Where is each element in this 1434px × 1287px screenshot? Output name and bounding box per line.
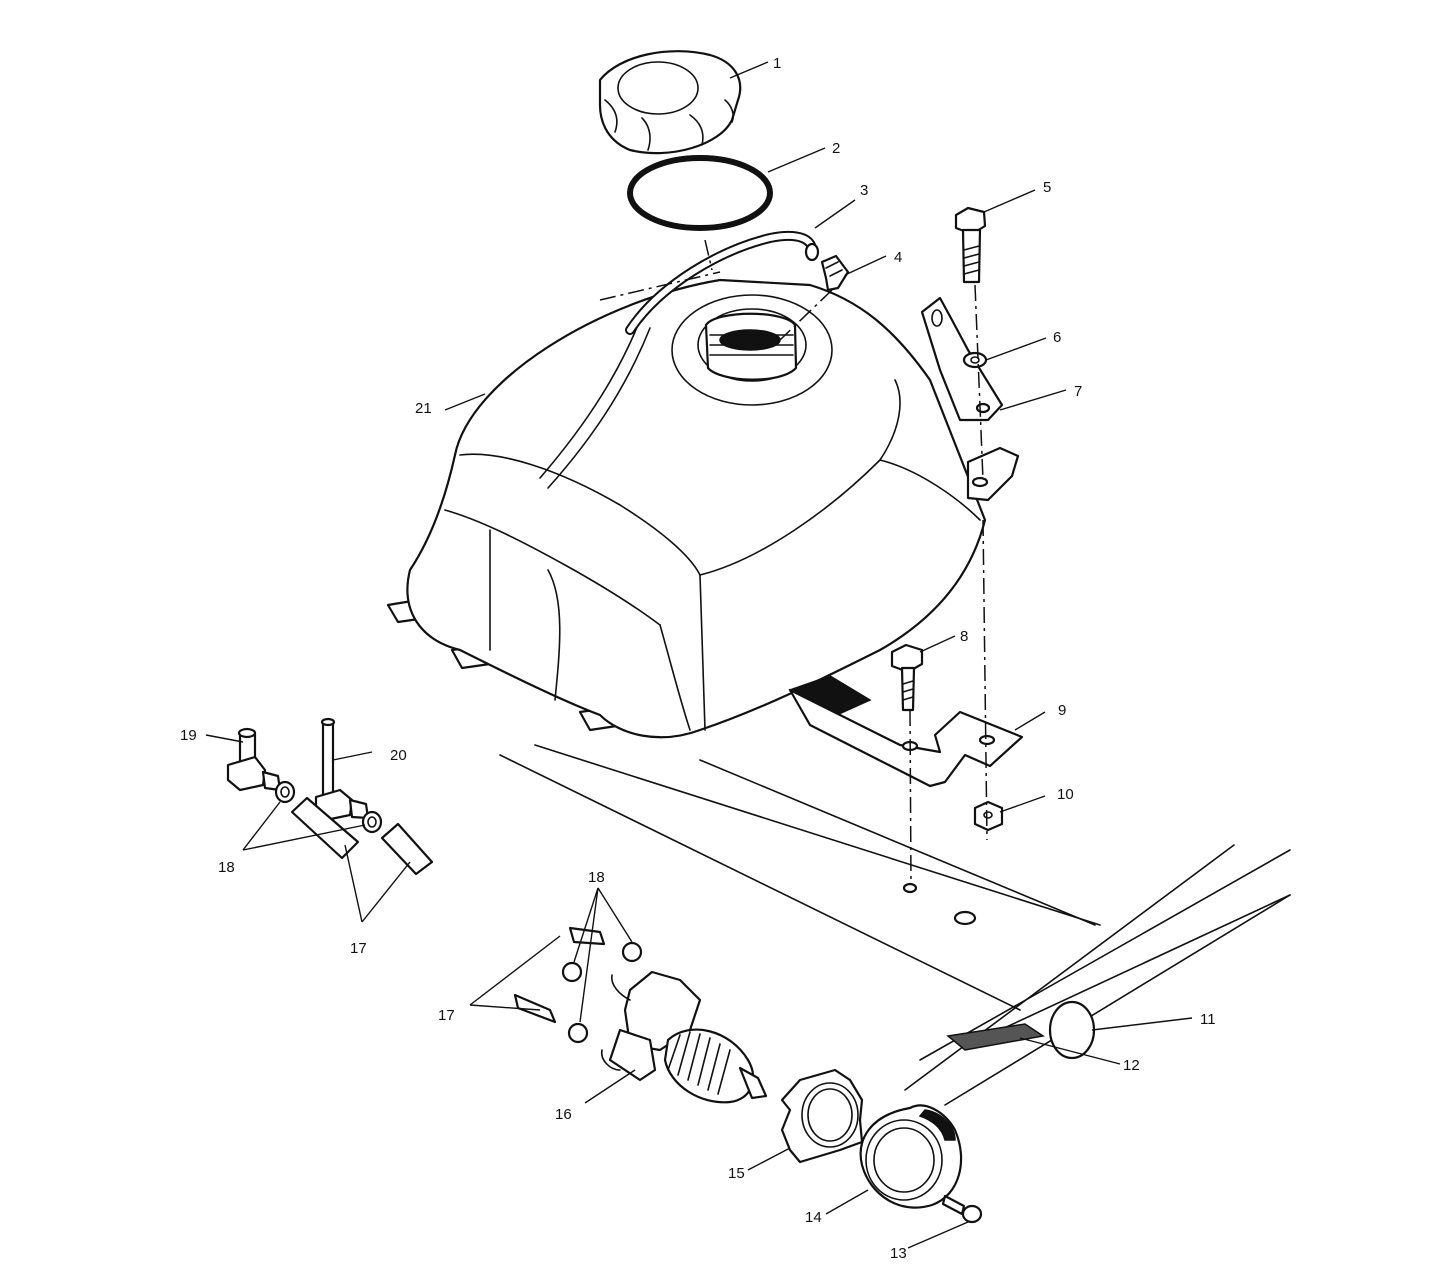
nut [973, 800, 1004, 832]
callout-2: 2 [832, 140, 840, 157]
fuel-pump [513, 926, 768, 1104]
washer [962, 351, 988, 369]
plug [1048, 1000, 1096, 1060]
callout-labels: 1 2 3 4 5 6 7 8 9 10 11 12 13 14 15 16 1… [180, 55, 1216, 1262]
callout-1: 1 [773, 55, 781, 72]
bolt-lower [890, 643, 924, 712]
callout-4: 4 [894, 249, 902, 266]
callout-12: 12 [1123, 1057, 1140, 1074]
callout-15: 15 [728, 1165, 745, 1182]
fuel-lines-left [290, 796, 434, 876]
hose-clamps-left [274, 780, 383, 834]
callout-6: 6 [1053, 329, 1061, 346]
callout-16: 16 [555, 1106, 572, 1123]
fuel-tank [386, 278, 987, 739]
callout-7: 7 [1074, 383, 1082, 400]
callout-11: 11 [1200, 1011, 1216, 1028]
decal [946, 1023, 1045, 1051]
cap-gasket [627, 155, 773, 231]
screw [941, 1194, 983, 1224]
callout-21: 21 [415, 400, 432, 417]
callout-10: 10 [1057, 786, 1074, 803]
callout-18-left: 18 [218, 859, 235, 876]
leader-lines [205, 61, 1193, 1249]
fuel-cap [598, 50, 742, 155]
vent-hose [625, 230, 820, 335]
vent-fitting [820, 254, 850, 292]
callout-9: 9 [1058, 702, 1066, 719]
callout-5: 5 [1043, 179, 1051, 196]
filler-seal [859, 1104, 963, 1209]
callout-3: 3 [860, 182, 868, 199]
callout-8: 8 [960, 628, 968, 645]
callout-20: 20 [390, 747, 407, 764]
assembly-lines [599, 239, 988, 886]
petcock-right [314, 717, 370, 822]
callout-17-left: 17 [350, 940, 367, 957]
frame-hole [953, 910, 977, 926]
filler-boss [671, 294, 833, 406]
callout-18-pump: 18 [588, 869, 605, 886]
petcock-left [226, 727, 282, 792]
callout-13: 13 [890, 1245, 907, 1262]
tank-mount-tab [966, 446, 1020, 502]
frame-rails [499, 744, 1291, 1106]
filler-ring [780, 1068, 864, 1164]
bolt-upper [954, 206, 987, 284]
callout-17-pump: 17 [438, 1007, 455, 1024]
callout-19: 19 [180, 727, 197, 744]
callout-14: 14 [805, 1209, 822, 1226]
